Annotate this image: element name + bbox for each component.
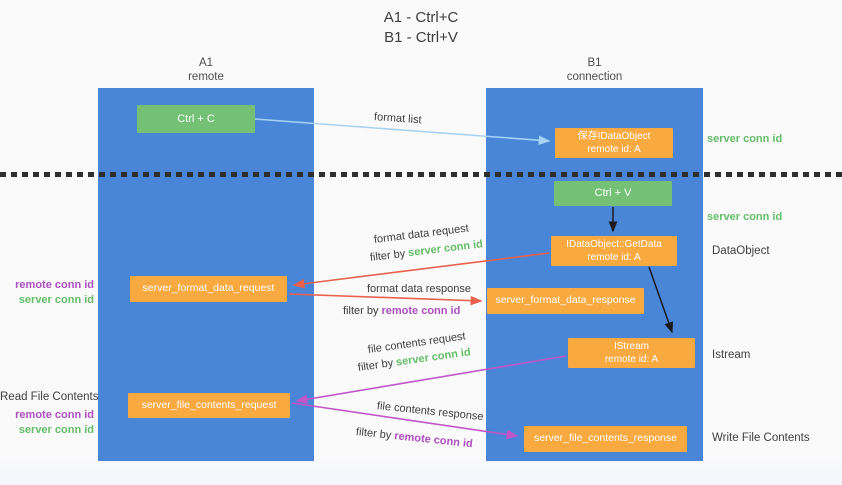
node-ctrl-v: Ctrl + V xyxy=(554,181,672,206)
node-istream: IStream remote id: A xyxy=(568,338,695,368)
node-idataobject-getdata-remote-id: remote id: A xyxy=(587,252,641,263)
dotted-divider-line xyxy=(0,172,842,177)
node-server-file-contents-response-label: server_file_contents_response xyxy=(533,432,677,445)
arrow-label-format-data-response: format data response xyxy=(367,283,471,295)
format-data-response-arrow xyxy=(288,293,483,306)
node-server-file-contents-response: server_file_contents_response xyxy=(524,426,687,452)
lane-a-header: A1 remote xyxy=(98,56,314,84)
node-server-format-data-response-label: server_format_data_response xyxy=(495,294,636,307)
title-line-1: A1 - Ctrl+C xyxy=(383,9,459,26)
node-ctrl-c: Ctrl + C xyxy=(137,105,255,133)
label-istream: Istream xyxy=(712,349,751,361)
node-save-idataobject-remote-id: remote id: A xyxy=(587,144,641,155)
arrow-label-format-list: format list xyxy=(373,111,422,127)
node-save-idataobject-title: 保存IDataObject xyxy=(577,130,651,142)
filter-by-text: filter by xyxy=(355,426,392,442)
filter-by-text: filter by xyxy=(369,247,406,264)
diagram-title: A1 - Ctrl+C B1 - Ctrl+V xyxy=(0,8,842,48)
node-istream-title: IStream xyxy=(613,340,649,352)
node-save-idataobject: 保存IDataObject remote id: A xyxy=(555,128,673,158)
label-server-conn-id-left-1: server conn id xyxy=(18,294,94,306)
label-server-conn-id-mid-right: server conn id xyxy=(707,211,783,223)
label-read-file-contents: Read File Contents xyxy=(0,391,99,403)
label-server-conn-id-left-2: server conn id xyxy=(18,424,94,436)
node-server-format-data-request-label: server_format_data_request xyxy=(142,282,275,295)
filter-server-conn-id: server conn id xyxy=(407,238,484,260)
lane-b-header: B1 connection xyxy=(486,56,703,84)
filter-remote-conn-id: remote conn id xyxy=(381,305,461,317)
filter-remote-conn-id: remote conn id xyxy=(393,430,474,451)
node-server-format-data-request: server_format_data_request xyxy=(130,276,287,302)
label-remote-conn-id-left-1: remote conn id xyxy=(15,279,94,291)
label-dataobject: DataObject xyxy=(712,245,770,257)
node-idataobject-getdata-title: IDataObject::GetData xyxy=(566,238,662,250)
filter-by-text: filter by xyxy=(343,305,379,317)
node-istream-remote-id: remote id: A xyxy=(604,354,659,365)
node-ctrl-v-label: Ctrl + V xyxy=(594,187,632,200)
left-conn-id-stack-2: remote conn id server conn id xyxy=(0,408,94,438)
filter-by-text: filter by xyxy=(357,357,394,374)
label-server-conn-id-top-right: server conn id xyxy=(707,133,783,145)
label-remote-conn-id-left-2: remote conn id xyxy=(15,409,94,421)
node-idataobject-getdata: IDataObject::GetData remote id: A xyxy=(551,236,677,266)
node-server-file-contents-request-label: server_file_contents_request xyxy=(141,398,277,411)
lane-b-role: connection xyxy=(566,71,623,83)
lane-b-id: B1 xyxy=(587,57,602,69)
node-server-format-data-response: server_format_data_response xyxy=(487,288,644,314)
left-conn-id-stack-1: remote conn id server conn id xyxy=(0,278,94,308)
lane-a-id: A1 xyxy=(198,57,214,69)
node-ctrl-c-label: Ctrl + C xyxy=(177,112,215,125)
title-line-2: B1 - Ctrl+V xyxy=(384,29,458,46)
lane-a-role: remote xyxy=(188,71,224,83)
node-server-file-contents-request: server_file_contents_request xyxy=(128,393,290,418)
arrow-label-file-contents-response: file contents response xyxy=(376,400,485,424)
label-write-file-contents: Write File Contents xyxy=(712,432,810,444)
